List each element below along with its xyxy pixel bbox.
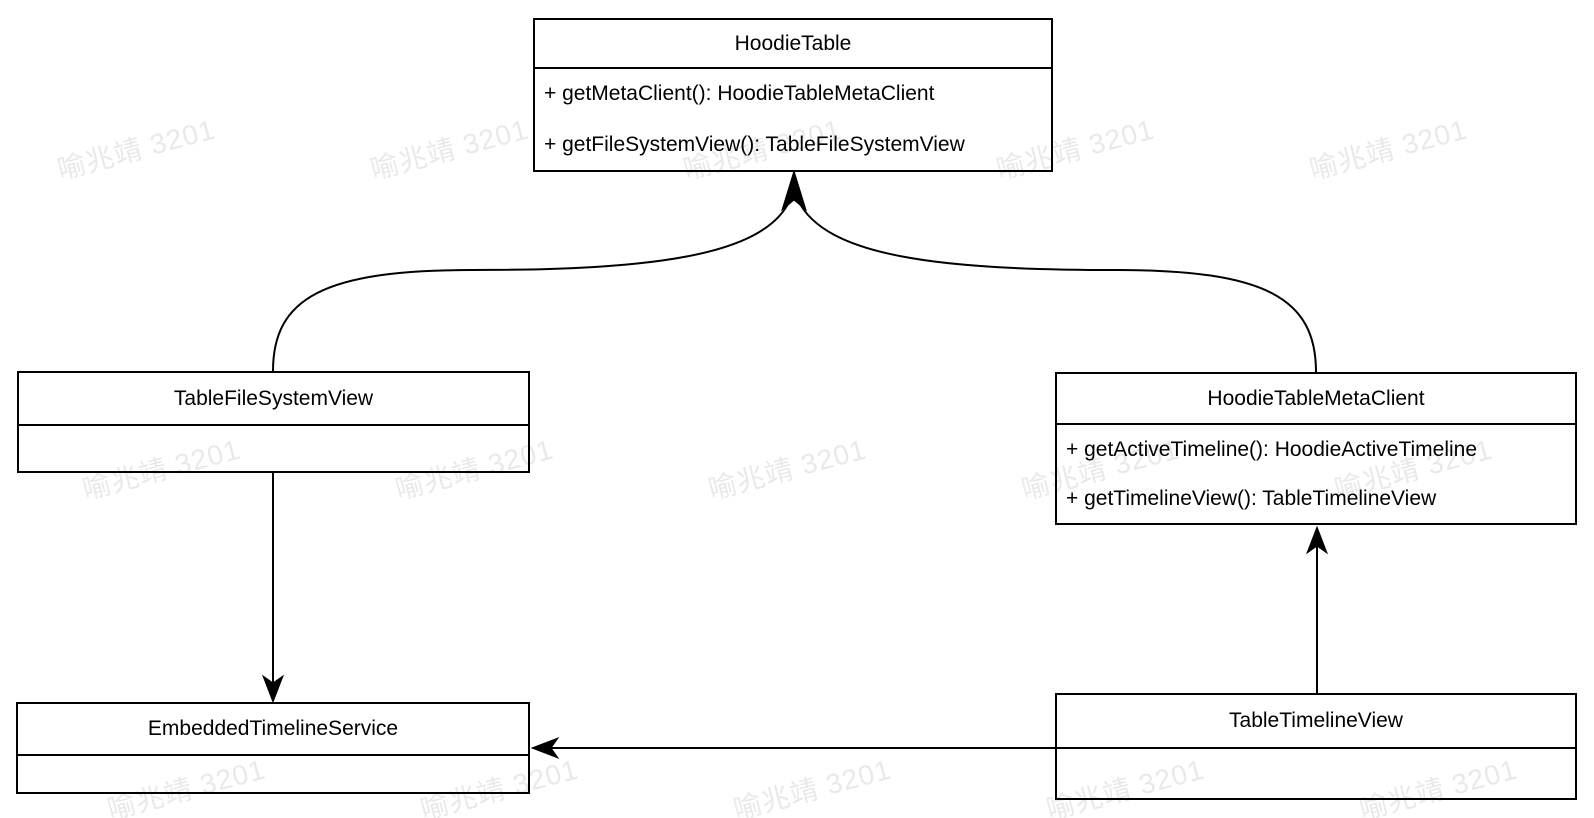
edge-tabletimelineview-to-embeddedtimelineservice: [530, 736, 1055, 760]
arrowhead-down-embeddedtimelineservice: [261, 674, 285, 704]
class-box-hoodietable: HoodieTable + getMetaClient(): HoodieTab…: [533, 18, 1053, 172]
empty-compartment: [1057, 749, 1575, 798]
watermark-text: 喻兆靖 3201: [54, 113, 219, 186]
class-method: + getFileSystemView(): TableFileSystemVi…: [544, 132, 965, 156]
class-title: HoodieTableMetaClient: [1057, 374, 1575, 425]
arrowhead-up-hoodietablemetaclient: [1305, 525, 1329, 555]
class-methods-compartment: + getMetaClient(): HoodieTableMetaClient…: [535, 69, 1051, 170]
arrowhead-left-embeddedtimelineservice: [530, 736, 560, 760]
edge-hoodietablemetaclient-to-hoodietable: [797, 199, 1317, 373]
class-title: TableTimelineView: [1057, 695, 1575, 749]
class-title: HoodieTable: [535, 20, 1051, 69]
class-box-embeddedtimelineservice: EmbeddedTimelineService: [16, 702, 530, 794]
watermark-text: 喻兆靖 3201: [705, 433, 870, 506]
class-title: EmbeddedTimelineService: [18, 704, 528, 756]
class-method: + getActiveTimeline(): HoodieActiveTimel…: [1066, 437, 1478, 461]
class-methods-compartment: + getActiveTimeline(): HoodieActiveTimel…: [1057, 425, 1575, 523]
watermark-text: 喻兆靖 3201: [367, 113, 532, 186]
class-box-tabletimelineview: TableTimelineView: [1055, 693, 1577, 800]
class-box-tablefilesystemview: TableFileSystemView: [17, 371, 530, 473]
watermark-text: 喻兆靖 3201: [730, 753, 895, 818]
edge-tablefilesystemview-to-hoodietable: [272, 199, 791, 372]
edge-curve-right: [797, 199, 1317, 373]
edge-tabletimelineview-to-hoodietablemetaclient: [1305, 525, 1329, 693]
empty-compartment: [19, 426, 528, 471]
empty-compartment: [18, 756, 528, 792]
class-empty-compartment: [1057, 749, 1575, 798]
class-method: + getTimelineView(): TableTimelineView: [1066, 486, 1437, 510]
class-title: TableFileSystemView: [19, 373, 528, 426]
class-method: + getMetaClient(): HoodieTableMetaClient: [544, 82, 935, 106]
class-empty-compartment: [18, 756, 528, 792]
watermark-text: 喻兆靖 3201: [1306, 113, 1471, 186]
edge-curve-left: [272, 199, 791, 372]
class-empty-compartment: [19, 426, 528, 471]
arrowhead-up-hoodietable: [781, 169, 807, 212]
edge-tablefilesystemview-to-embeddedtimelineservice: [261, 473, 285, 704]
class-box-hoodietablemetaclient: HoodieTableMetaClient + getActiveTimelin…: [1055, 372, 1577, 525]
